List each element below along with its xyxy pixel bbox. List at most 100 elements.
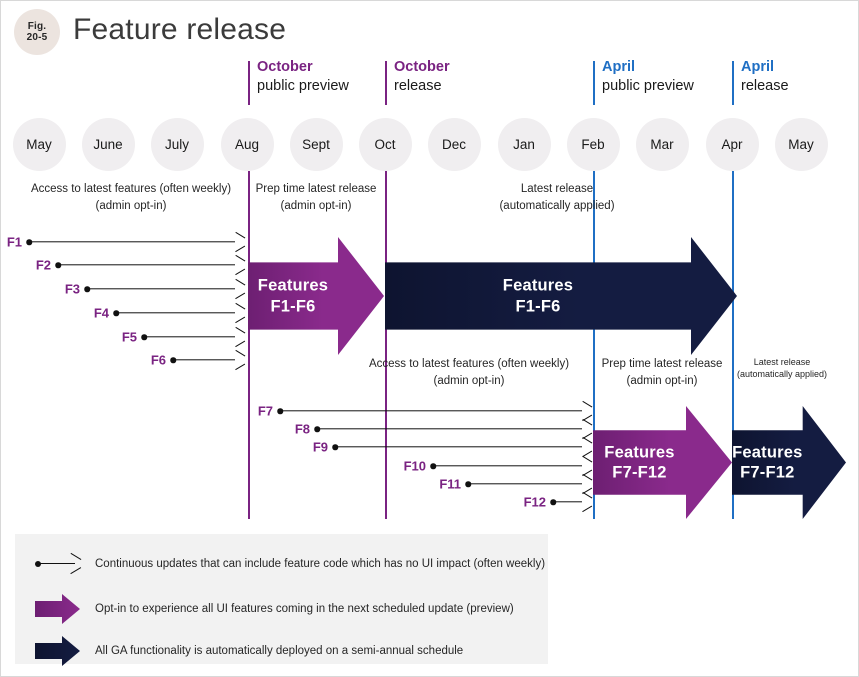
feature-label-f8: F8 (294, 421, 310, 437)
month-circle-may-0: May (12, 118, 66, 171)
figure-badge-line1: Fig. (27, 20, 47, 32)
feature-shaft (173, 359, 235, 361)
feature-row-f5: F5 (122, 330, 244, 345)
caption-access-latest-features-2-line2: (admin opt-in) (433, 374, 505, 387)
feature-shaft (144, 336, 235, 338)
figure-badge-line2: 20-5 (26, 32, 48, 43)
month-circle-aug-3: Aug (220, 118, 274, 171)
legend-continuous-updates: Continuous updates that can include feat… (15, 549, 548, 579)
caption-access-latest-features-1: Access to latest features (often weekly)… (31, 181, 231, 214)
feature-arrowhead-icon (234, 332, 244, 343)
legend-panel: Continuous updates that can include feat… (15, 534, 548, 666)
milestone-text-october-public-preview: October public preview (257, 58, 349, 95)
feature-label-f11: F11 (439, 476, 461, 492)
feature-label-f10: F10 (403, 458, 426, 474)
caption-access-latest-features-2: Access to latest features (often weekly)… (369, 356, 569, 389)
legend-opt-in-preview-text: Opt-in to experience all UI features com… (95, 603, 514, 615)
caption-prep-time-2-line1: Prep time latest release (601, 358, 723, 370)
divider-april-release (732, 171, 734, 519)
legend-continuous-updates-text: Continuous updates that can include feat… (95, 558, 546, 570)
caption-latest-release-2-line1: Latest release (753, 357, 811, 367)
month-circle-july-2: July (150, 118, 204, 171)
month-circle-feb-8: Feb (566, 118, 620, 171)
month-label: Sept (302, 137, 330, 152)
feature-label-f6: F6 (150, 352, 166, 368)
legend-opt-in-preview: Opt-in to experience all UI features com… (15, 594, 548, 624)
milestone-text-october-release: October release (394, 58, 450, 95)
feature-shaft (87, 288, 235, 290)
feature-shaft (29, 241, 235, 243)
feature-arrowhead-icon (581, 479, 591, 490)
month-circle-oct-5: Oct (358, 118, 412, 171)
caption-latest-release-2: Latest release (automatically applied) (737, 356, 827, 380)
caption-access-latest-features-1-line2: (admin opt-in) (95, 199, 167, 212)
milestone-text-april-public-preview: April public preview (602, 58, 694, 95)
feature-label-f2: F2 (35, 257, 51, 273)
milestone-kind-october-release: release (394, 77, 442, 94)
caption-latest-release-1-line1: Latest release (520, 183, 594, 195)
feature-label-f12: F12 (523, 494, 546, 510)
feature-arrowhead-icon (581, 497, 591, 508)
milestone-month-april-release: April (741, 59, 775, 75)
feature-shaft (280, 410, 582, 412)
feature-row-f12: F12 (524, 495, 591, 510)
feature-row-f1: F1 (7, 235, 244, 250)
legend-ga-deployment: All GA functionality is automatically de… (15, 636, 548, 666)
feature-arrowhead-icon (234, 308, 244, 319)
feature-row-f7: F7 (258, 404, 591, 419)
feature-shaft (553, 501, 582, 503)
feature-shaft (433, 465, 582, 467)
feature-row-f10: F10 (404, 459, 591, 474)
milestone-kind-april-public-preview: public preview (602, 77, 694, 94)
feature-shaft (468, 483, 582, 485)
feature-arrowhead-icon (234, 237, 244, 248)
milestone-bar-april-release (732, 61, 734, 105)
caption-prep-time-1-line2: (admin opt-in) (280, 199, 352, 212)
milestone-bar-october-release (385, 61, 387, 105)
milestone-kind-april-release: release (741, 77, 789, 94)
feature-arrowhead-icon (581, 461, 591, 472)
feature-arrowhead-icon (234, 355, 244, 366)
divider-october-release (385, 171, 387, 519)
navy-block-arrow-icon (35, 636, 87, 666)
milestone-month-october-release: October (394, 59, 450, 75)
feature-shaft (317, 428, 582, 430)
caption-access-latest-features-1-line1: Access to latest features (often weekly) (30, 183, 232, 195)
purple-arrow-f7-f12: Features F7-F12 (593, 406, 732, 519)
feature-row-f9: F9 (313, 440, 591, 455)
page-title: Feature release (73, 13, 287, 46)
milestone-bar-october-public-preview (248, 61, 250, 105)
milestone-bar-april-public-preview (593, 61, 595, 105)
feature-row-f4: F4 (94, 306, 244, 321)
feature-arrowhead-icon (234, 284, 244, 295)
feature-row-f8: F8 (295, 422, 591, 437)
caption-prep-time-1-line1: Prep time latest release (255, 183, 377, 195)
navy-arrow-f1-f6-shape (385, 237, 737, 355)
month-circle-jan-7: Jan (497, 118, 551, 171)
feature-arrowhead-icon (234, 260, 244, 271)
feature-label-f3: F3 (64, 281, 80, 297)
month-circle-apr-10: Apr (705, 118, 759, 171)
divider-april-public-preview (593, 171, 595, 519)
feature-label-f1: F1 (6, 234, 22, 250)
caption-latest-release-1: Latest release (automatically applied) (499, 181, 614, 214)
feature-label-f7: F7 (257, 403, 273, 419)
feature-arrowhead-icon (581, 406, 591, 417)
caption-access-latest-features-2-line1: Access to latest features (often weekly) (368, 358, 570, 370)
feature-shaft (116, 312, 235, 314)
month-circle-sept-4: Sept (289, 118, 343, 171)
purple-block-arrow-icon (35, 594, 87, 624)
feature-row-f6: F6 (151, 353, 244, 368)
feature-shaft (58, 264, 235, 266)
caption-prep-time-2-line2: (admin opt-in) (626, 374, 698, 387)
month-label: Apr (721, 137, 743, 152)
feature-shaft (335, 446, 582, 448)
milestone-text-april-release: April release (741, 58, 789, 95)
month-label: May (26, 137, 52, 152)
caption-prep-time-2: Prep time latest release (admin opt-in) (602, 356, 723, 389)
month-label: May (788, 137, 814, 152)
feature-row-f11: F11 (439, 477, 591, 492)
month-label: Dec (441, 137, 466, 152)
feature-label-f5: F5 (121, 329, 137, 345)
